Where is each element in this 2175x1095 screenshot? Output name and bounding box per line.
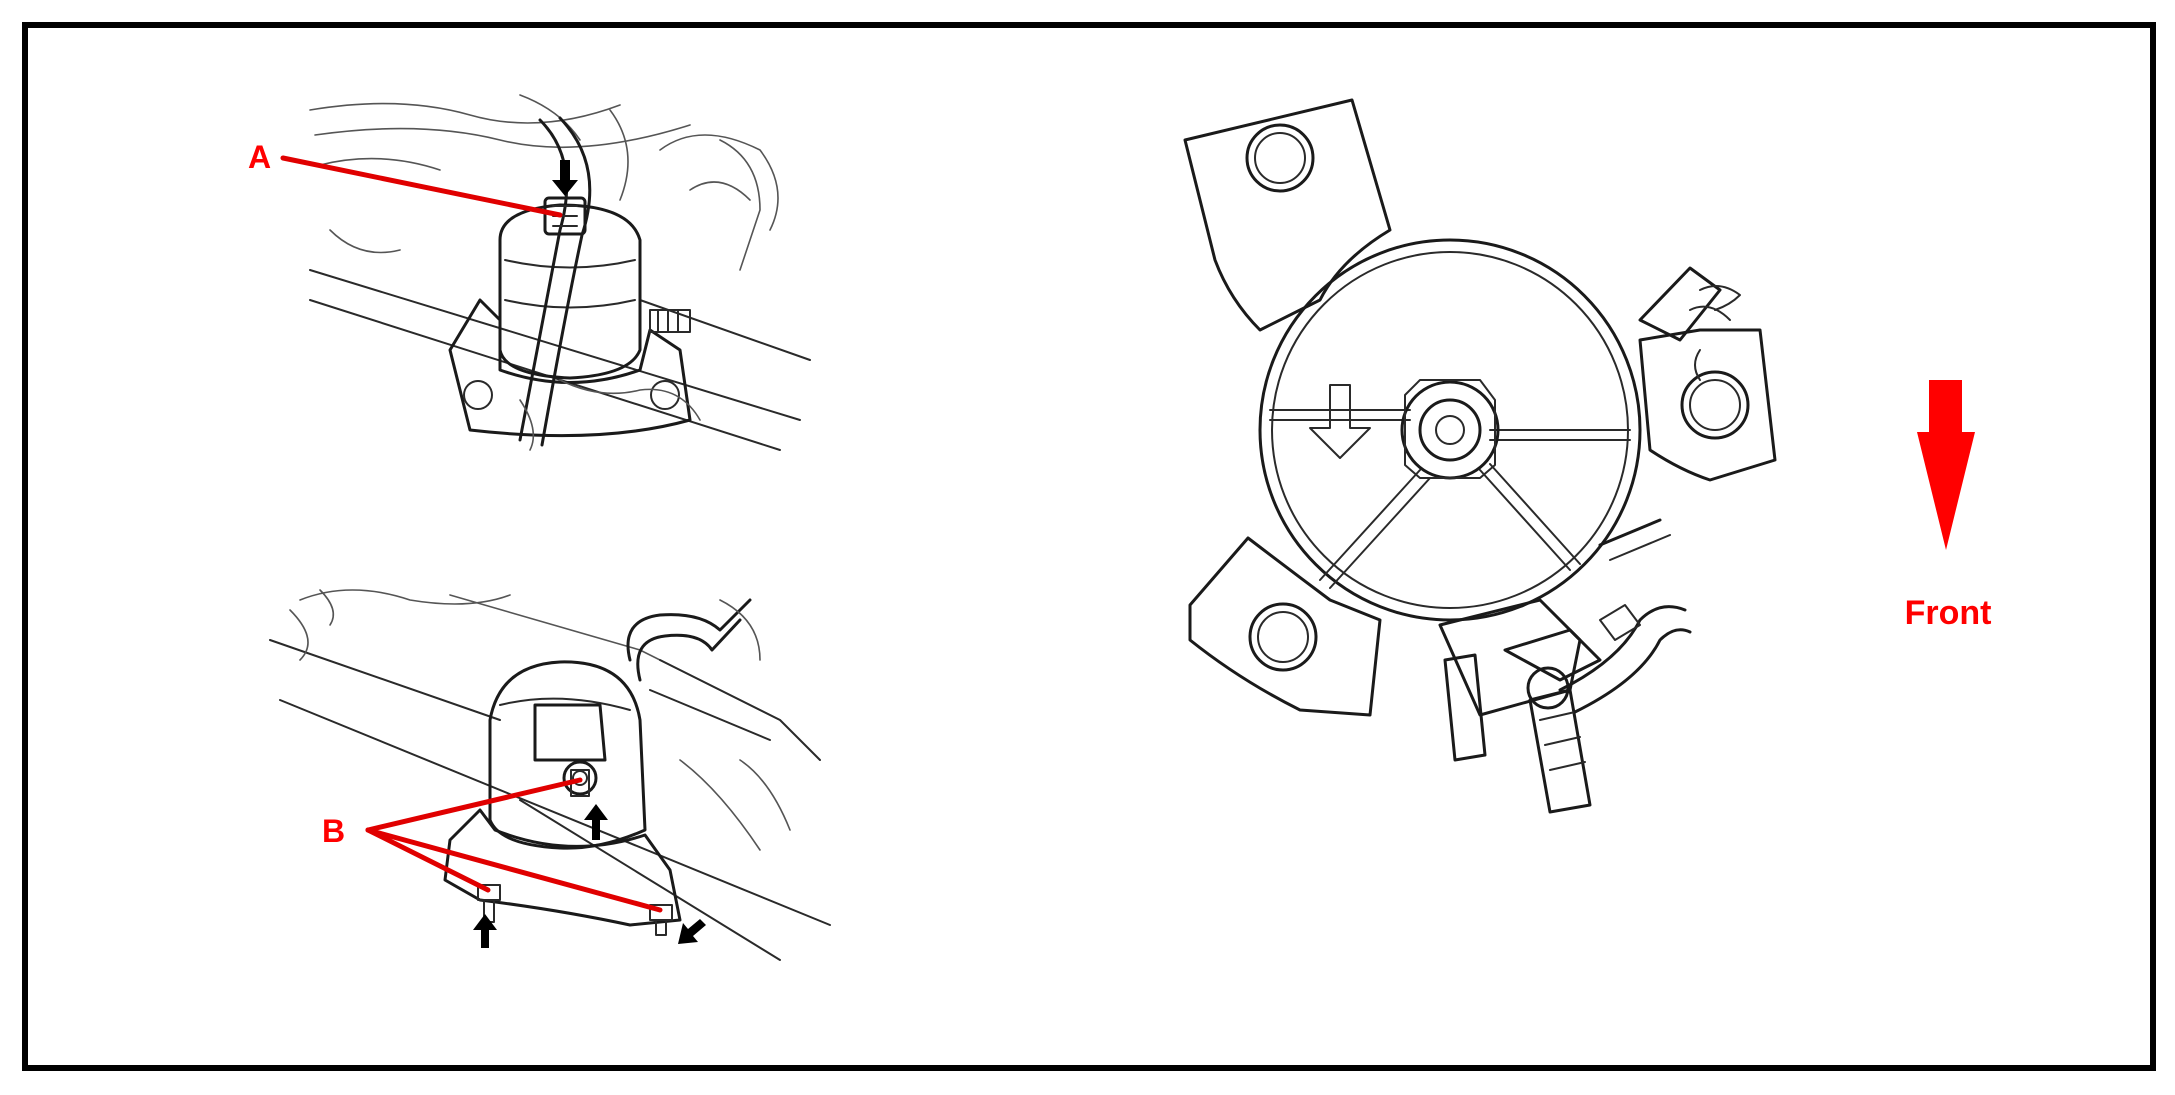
callout-b-leader-3 xyxy=(365,827,663,913)
callout-b-leader-1 xyxy=(365,777,583,833)
arrow-icon xyxy=(678,919,706,944)
bolt-left xyxy=(477,884,501,923)
arrow-icon xyxy=(552,160,578,196)
front-indicator-arrow-icon xyxy=(1309,384,1371,459)
panel-bottom-left-bolt-view: B xyxy=(269,589,831,961)
panel-top-left-mount-view: A xyxy=(248,94,811,451)
arrow-down-icon xyxy=(1917,380,1975,550)
callout-b-leader-2 xyxy=(365,827,491,893)
arrow-icon xyxy=(473,914,497,948)
arrow-icon xyxy=(584,804,608,840)
callout-a-label: A xyxy=(248,139,271,175)
front-direction-indicator: Front xyxy=(1905,380,1992,632)
callout-b-label: B xyxy=(322,813,345,849)
diagram-frame xyxy=(22,22,2156,1071)
bolt-right xyxy=(649,904,673,936)
callout-a-leader xyxy=(280,155,563,218)
front-label: Front xyxy=(1905,594,1992,632)
panel-right-mount-top-view xyxy=(1183,98,1777,814)
